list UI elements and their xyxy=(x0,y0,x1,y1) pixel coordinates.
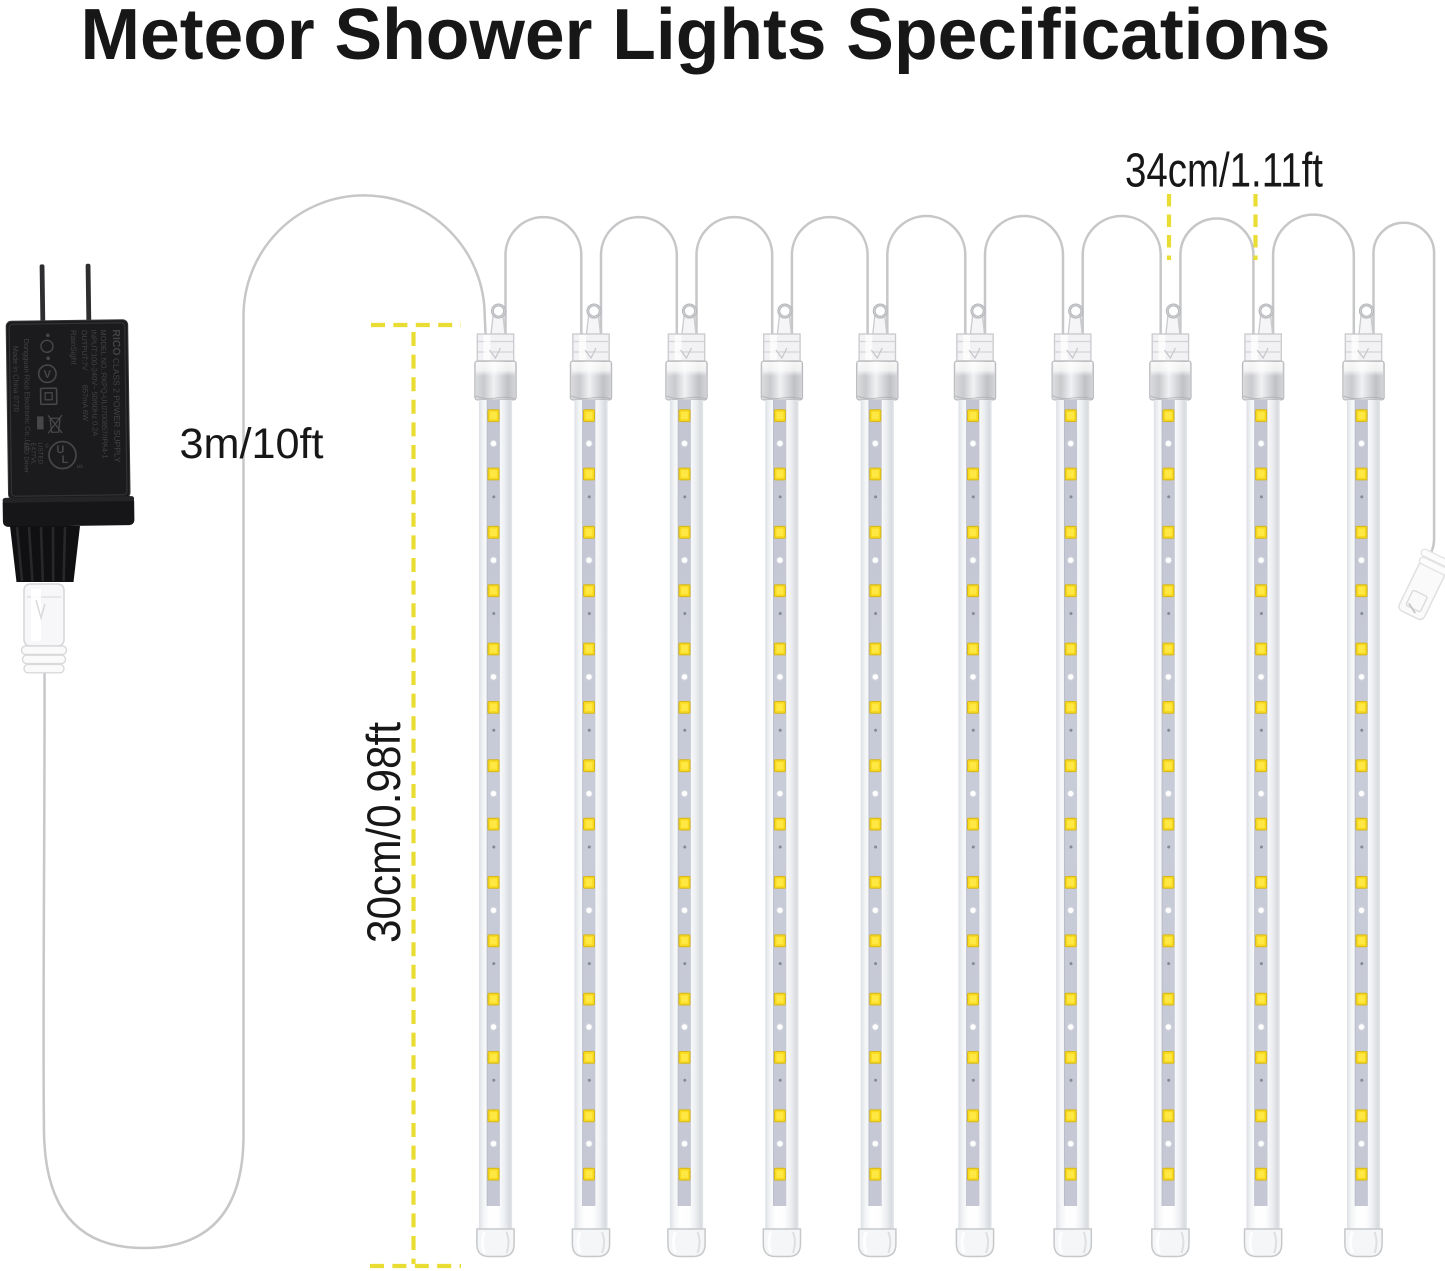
svg-text:3m/10ft: 3m/10ft xyxy=(180,421,324,468)
svg-text:857mA 6W: 857mA 6W xyxy=(81,385,91,421)
svg-text:Dongguan Rico Electronic Co.,L: Dongguan Rico Electronic Co.,Ltd xyxy=(22,339,33,450)
svg-text:INPUT:100-240V~ 50/60Hz 0.2A: INPUT:100-240V~ 50/60Hz 0.2A xyxy=(89,330,99,437)
svg-text:U: U xyxy=(56,444,64,456)
svg-text:Made in China 0720: Made in China 0720 xyxy=(11,346,21,412)
svg-text:30cm/0.98ft: 30cm/0.98ft xyxy=(357,722,410,943)
svg-text:34cm/1.11ft: 34cm/1.11ft xyxy=(1125,144,1323,198)
svg-text:L: L xyxy=(61,454,68,466)
svg-text:MODEL NO.:RKPQ-UL0700857/IPA4-: MODEL NO.:RKPQ-UL0700857/IPA4-1 xyxy=(99,329,110,458)
svg-text:V: V xyxy=(44,369,52,381)
svg-text:RICO CLASS 2 POWER SUPPLY: RICO CLASS 2 POWER SUPPLY xyxy=(110,329,124,463)
svg-text:RainSight: RainSight xyxy=(69,330,78,366)
svg-text:E477VL: E477VL xyxy=(29,442,36,465)
svg-text:Meteor Shower Lights Specifica: Meteor Shower Lights Specifications xyxy=(81,0,1331,75)
svg-text:LISTED: LISTED xyxy=(36,442,43,464)
svg-text:c: c xyxy=(45,442,49,449)
svg-text:LED Driver: LED Driver xyxy=(22,443,29,473)
svg-text:OUTPUT:7V: OUTPUT:7V xyxy=(80,330,90,371)
svg-text:us: us xyxy=(77,464,83,470)
